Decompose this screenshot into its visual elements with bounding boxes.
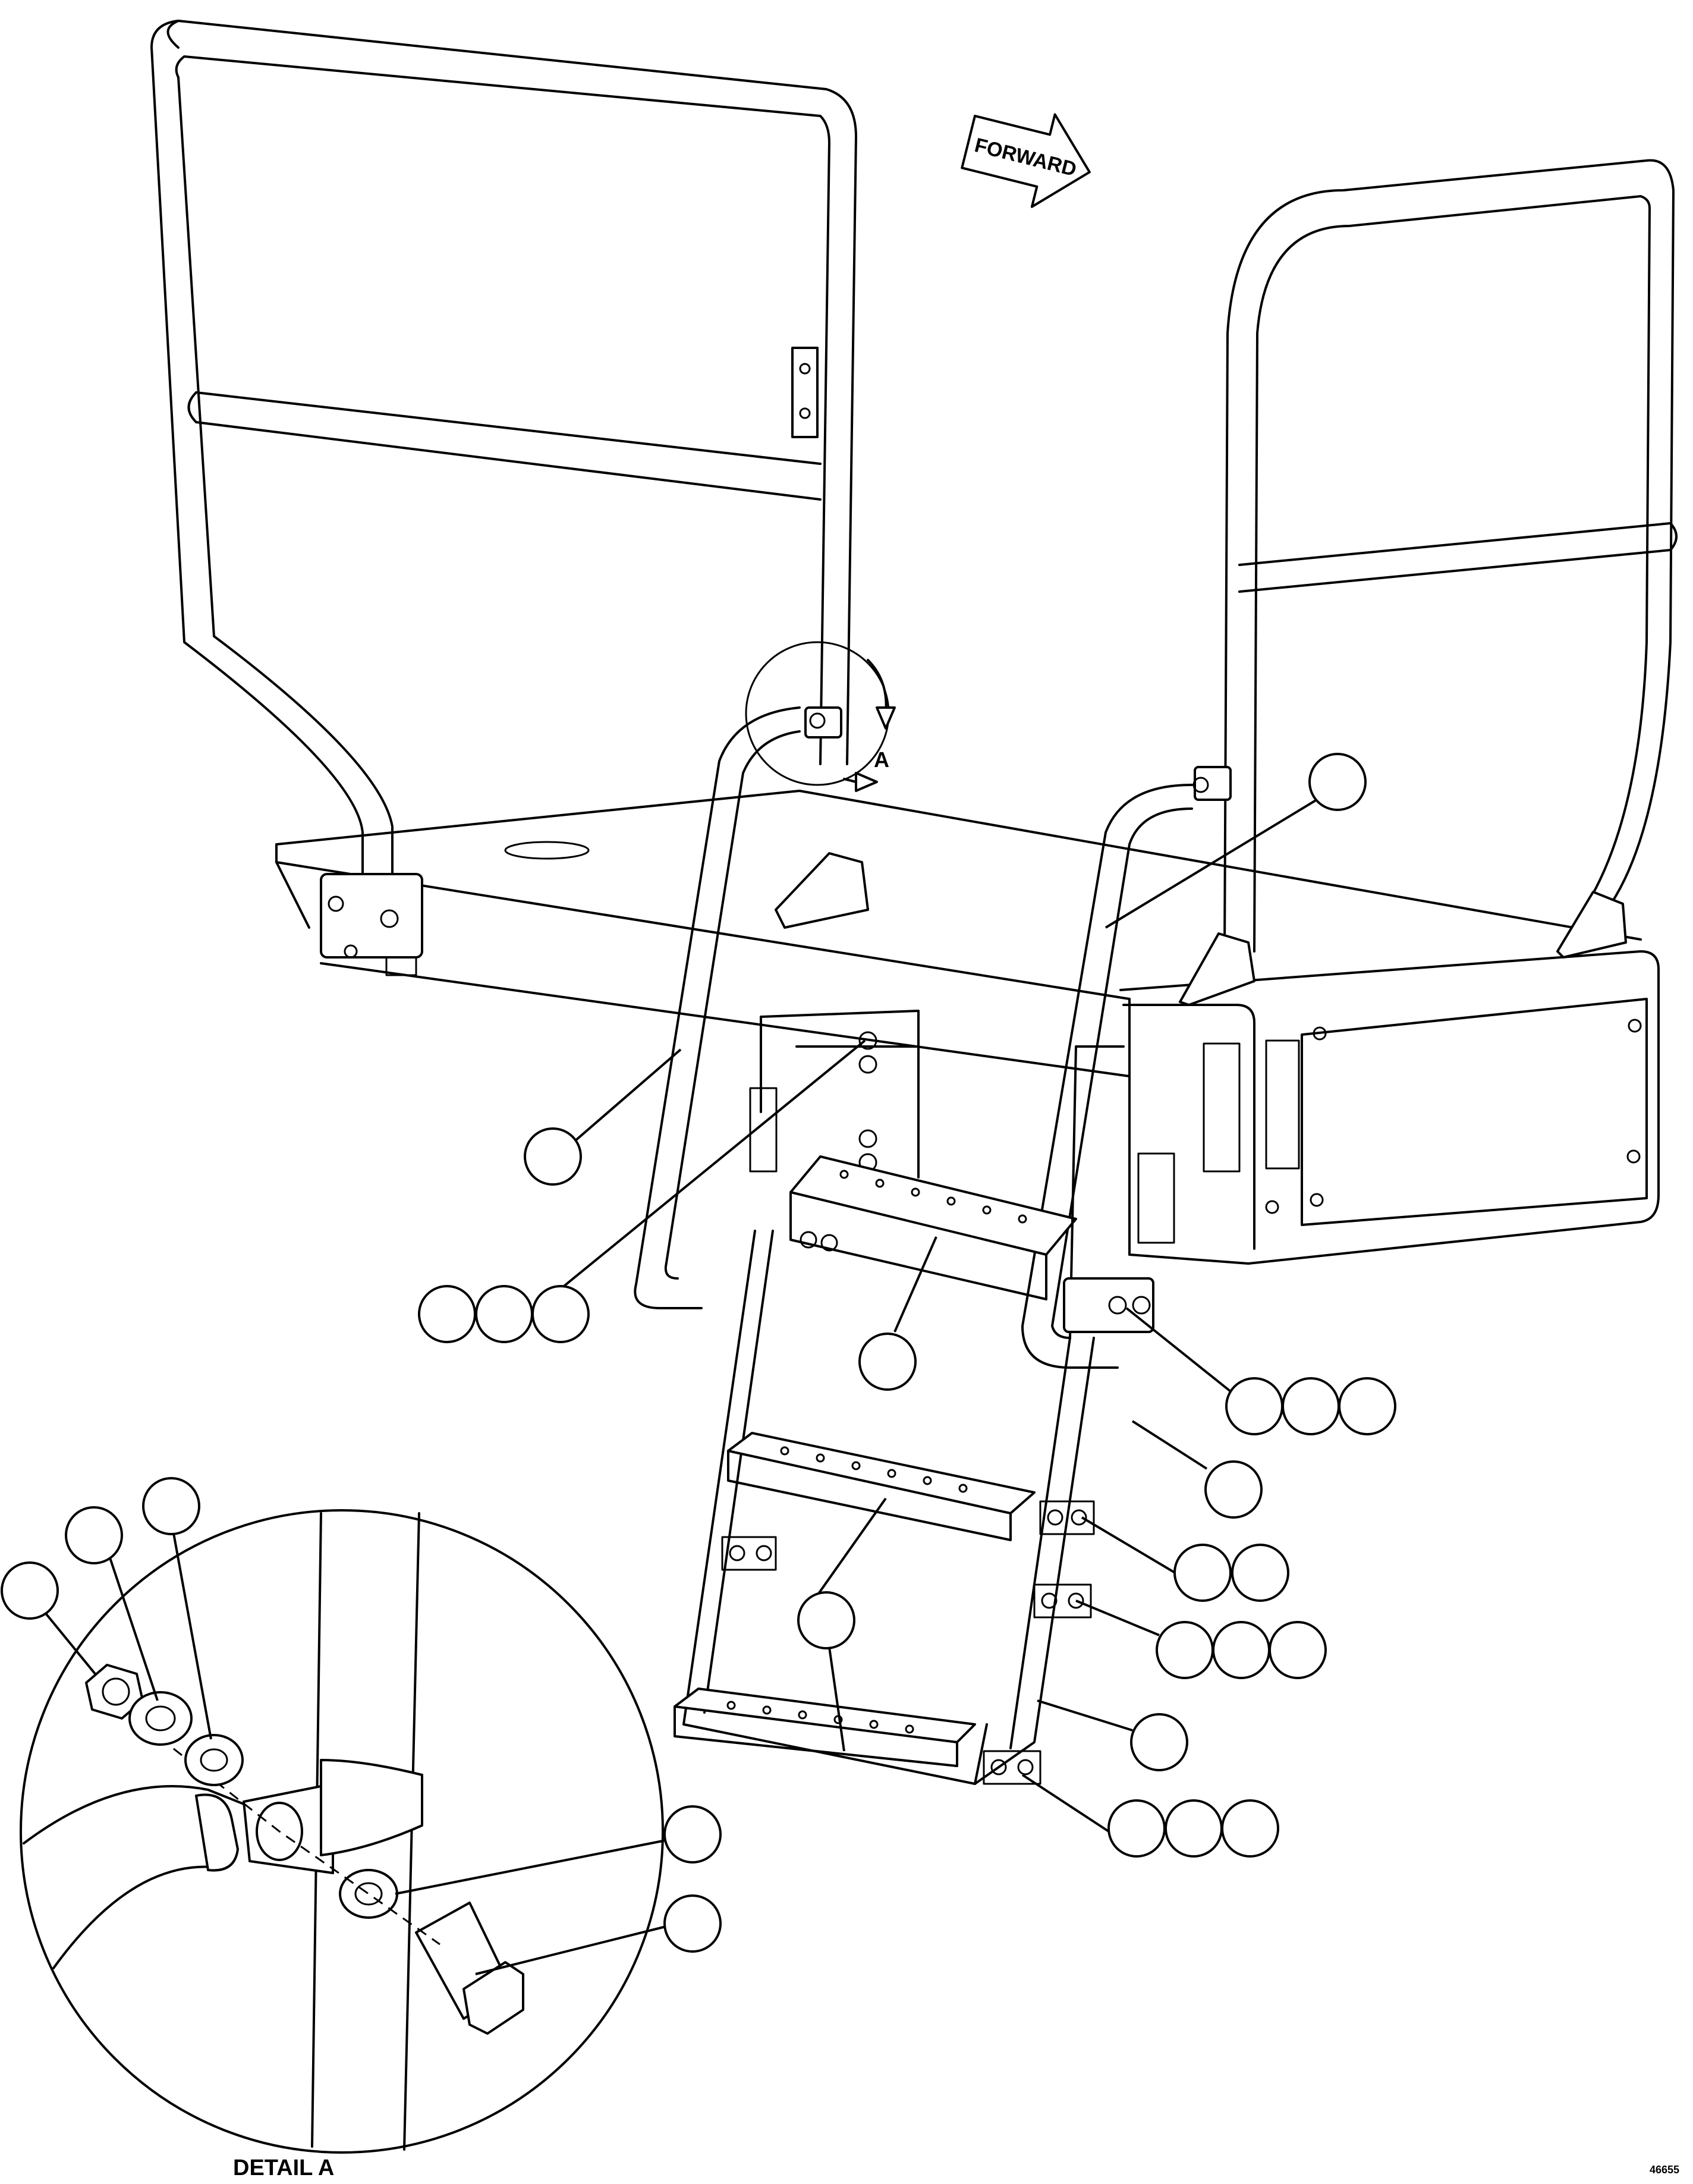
- ladder-assembly: [674, 1010, 1154, 1785]
- right-rail-clamp: [1194, 766, 1232, 801]
- ladder-handrails: [634, 706, 1232, 1369]
- callout-balloons: [1, 753, 1396, 1953]
- callout-balloon: [1, 1561, 59, 1620]
- callout-balloon: [797, 1591, 855, 1649]
- clamp-band: [320, 1759, 423, 1856]
- right-mount-bracket-b: [1556, 891, 1627, 959]
- ladder-step-middle: [727, 1432, 1036, 1514]
- callout-balloon: [1156, 1621, 1214, 1679]
- forward-arrow-icon: [961, 113, 1091, 208]
- drawing-number: 46655: [1650, 2164, 1679, 2176]
- detail-flat-washer: [339, 1869, 398, 1919]
- forward-arrow: FORWARD: [961, 113, 1091, 208]
- callout-balloon: [1204, 1460, 1263, 1519]
- callout-balloon: [1338, 1377, 1396, 1435]
- end-cover-plate: [1301, 998, 1648, 1226]
- detail-arrow-down-icon: [876, 706, 896, 730]
- callout-balloon: [1130, 1713, 1188, 1771]
- left-rail-mount-bracket: [320, 873, 423, 959]
- detail-marker-label: A: [874, 747, 889, 772]
- callout-balloon: [65, 1506, 123, 1564]
- callout-balloon: [663, 1805, 722, 1864]
- left-rail-clip: [791, 347, 819, 438]
- callout-balloon: [1107, 1799, 1166, 1858]
- callout-balloon: [1165, 1799, 1223, 1858]
- callout-balloon: [142, 1477, 200, 1535]
- platform-deck: [275, 790, 1660, 1265]
- deck-hole: [504, 841, 590, 860]
- ladder-step-bottom: [674, 1688, 976, 1743]
- right-guard-rail: [1223, 159, 1678, 953]
- callout-balloon: [1173, 1544, 1232, 1602]
- callout-balloon: [1221, 1799, 1279, 1858]
- center-mount-bracket: [775, 852, 869, 929]
- callout-balloon: [1282, 1377, 1340, 1435]
- detail-washer: [184, 1734, 244, 1786]
- detail-a-view: DETAIL A: [20, 1509, 664, 2180]
- callout-balloon: [858, 1333, 917, 1391]
- ladder-step-top: [789, 1155, 1077, 1256]
- callout-balloon: [663, 1894, 722, 1953]
- callout-balloon: [418, 1285, 476, 1343]
- left-guard-rail: [150, 20, 857, 911]
- callout-balloon: [524, 1127, 582, 1186]
- callout-balloon: [1231, 1544, 1289, 1602]
- tube-sleeve: [195, 1793, 239, 1872]
- callout-balloon: [1269, 1621, 1327, 1679]
- detail-a-callout: A: [745, 641, 896, 792]
- detail-bolt-head: [462, 1961, 524, 2035]
- detail-a-title: DETAIL A: [233, 2155, 334, 2180]
- right-mount-bracket-a: [1179, 932, 1255, 1006]
- callout-balloon: [1212, 1621, 1270, 1679]
- detail-arrow-right-icon: [855, 772, 878, 792]
- detail-lock-washer: [128, 1691, 193, 1746]
- detail-a-frame: [20, 1509, 664, 2154]
- callout-balloon: [531, 1285, 590, 1343]
- callout-balloon: [475, 1285, 533, 1343]
- callout-balloon: [1225, 1377, 1283, 1435]
- callout-leaders: [40, 799, 1318, 1975]
- callout-balloon: [1308, 753, 1367, 811]
